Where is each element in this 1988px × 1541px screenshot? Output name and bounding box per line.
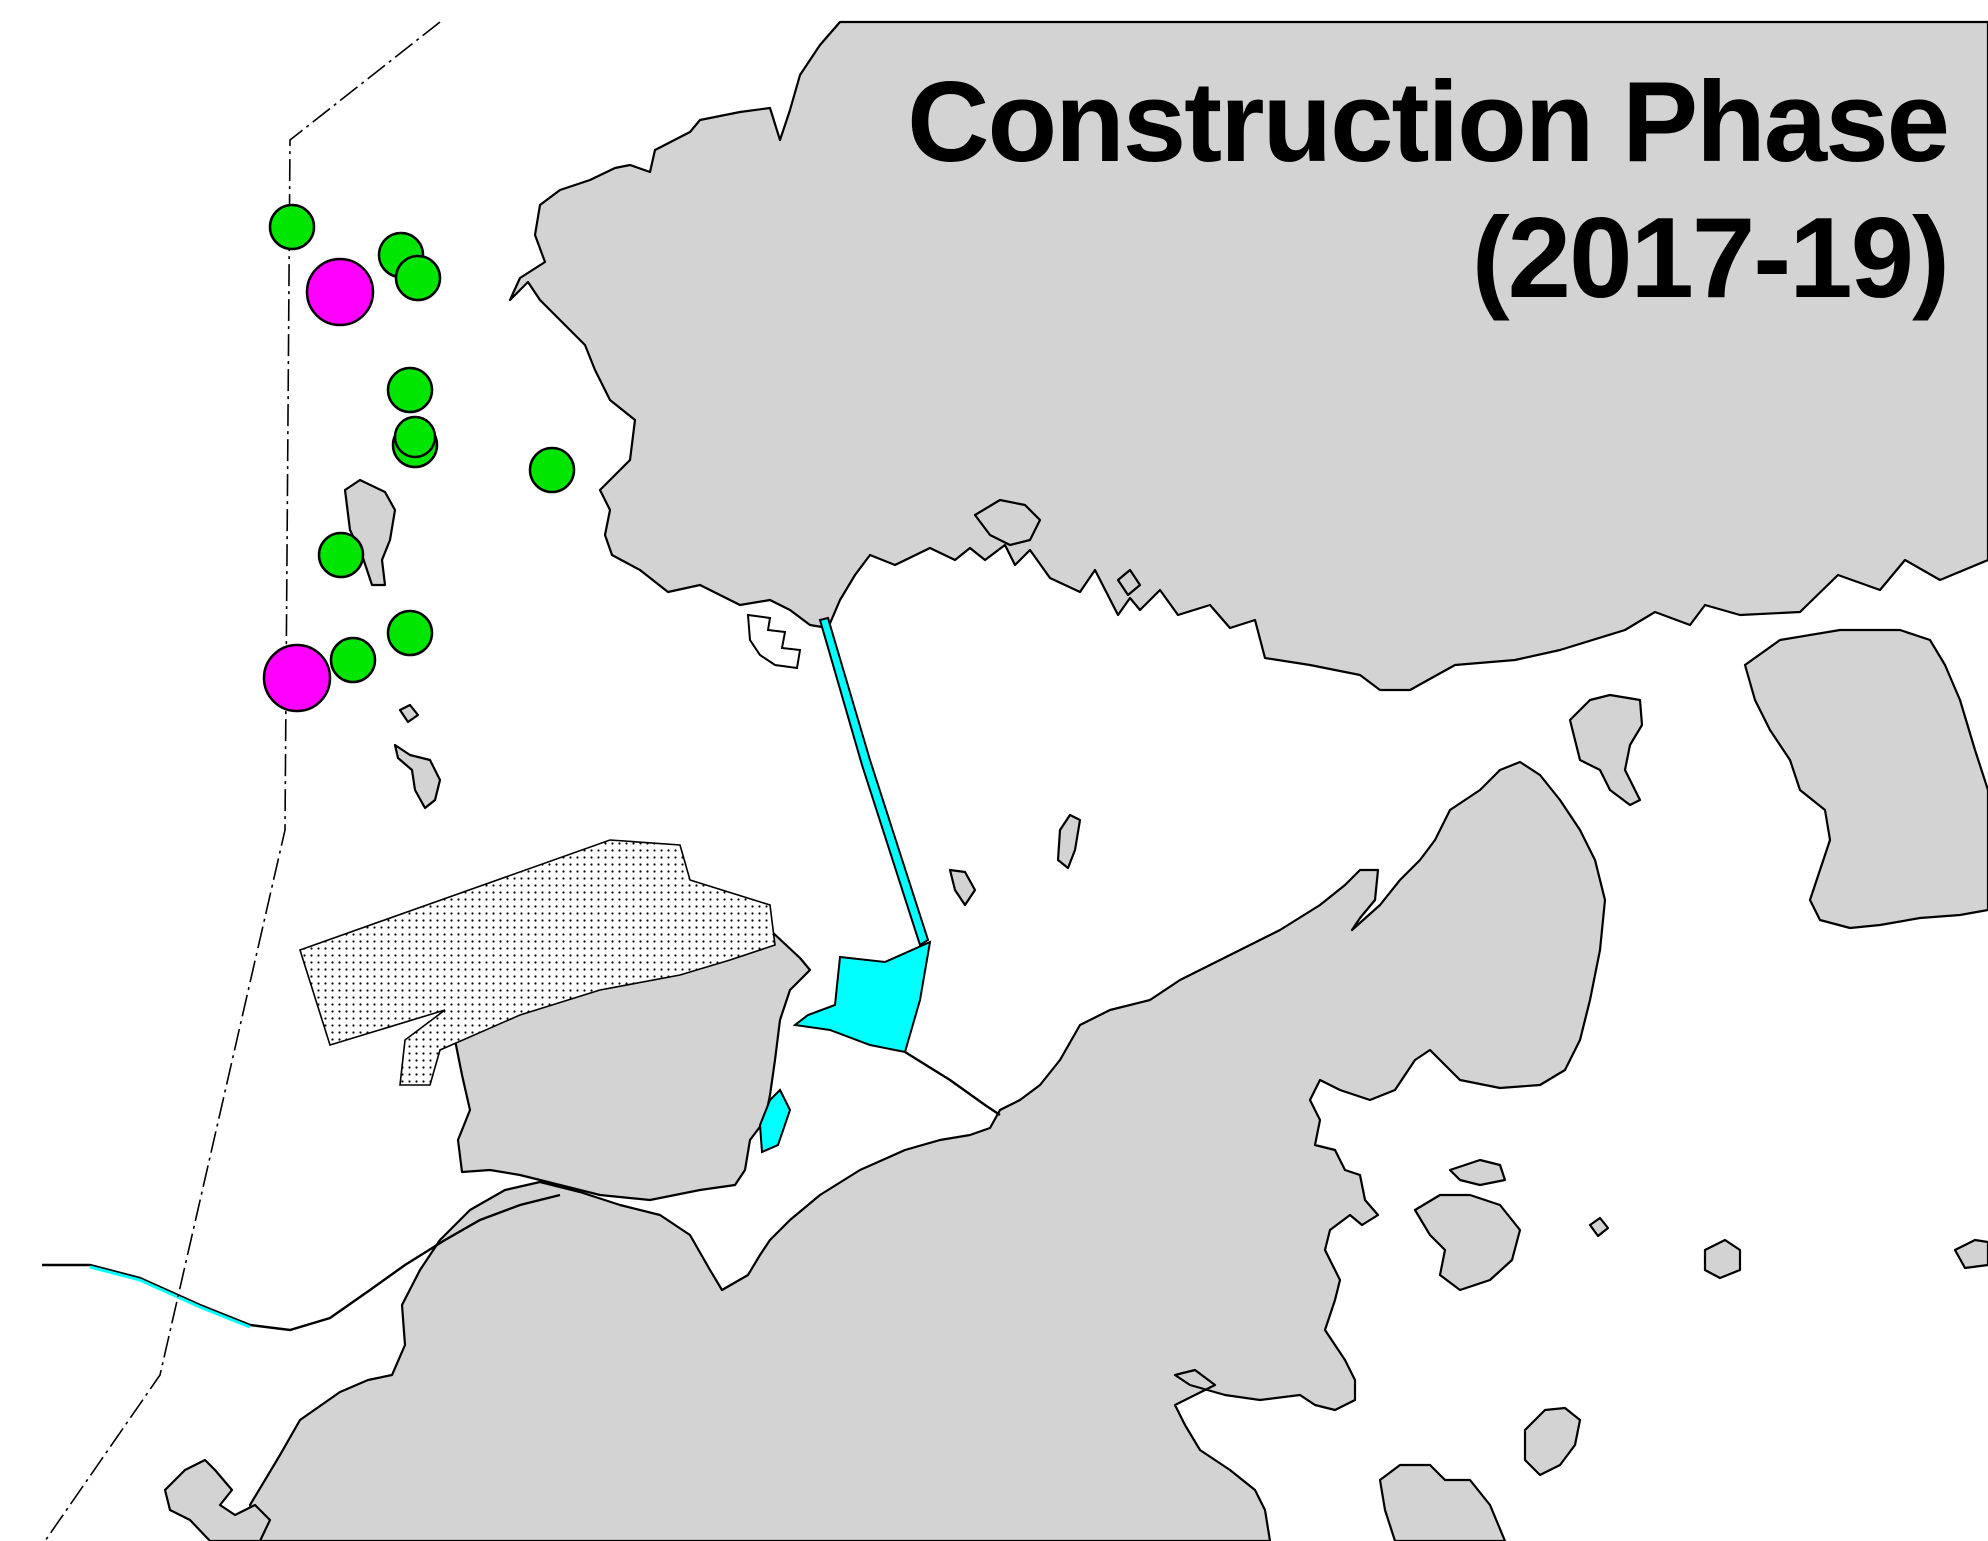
- island-west-2: [398, 703, 420, 724]
- marker-magenta-1[interactable]: [305, 257, 375, 327]
- southern-landmass: [248, 760, 1607, 1541]
- island-north-1: [1568, 693, 1644, 807]
- island-islet-3: [1953, 1238, 1988, 1270]
- mainland-landmass: [508, 20, 1988, 692]
- island-east: [1743, 628, 1988, 930]
- marker-green-8[interactable]: [317, 531, 365, 579]
- marker-green-10[interactable]: [329, 636, 377, 684]
- marker-green-4[interactable]: [386, 366, 434, 414]
- map-title-line2: (2017-19): [1471, 195, 1950, 322]
- marker-green-9[interactable]: [386, 609, 434, 657]
- island-harbor-2: [1116, 568, 1142, 597]
- markers-group: [262, 203, 576, 713]
- island-harbor-1: [973, 498, 1042, 547]
- works-line-south: [904, 1050, 1001, 1116]
- island-mid-east: [1448, 1158, 1507, 1187]
- island-south-bottom: [1378, 1463, 1507, 1541]
- boundary-line: [44, 21, 441, 1541]
- map-title: Construction Phase (2017-19): [907, 55, 1950, 327]
- marker-green-1[interactable]: [268, 203, 316, 251]
- island-channel-1: [1056, 813, 1082, 870]
- cable-route: [42, 1193, 561, 1332]
- island-channel-2: [948, 868, 977, 907]
- island-north-2: [1413, 1193, 1522, 1292]
- island-southwest: [163, 1458, 272, 1541]
- island-west-3: [393, 743, 442, 810]
- marker-green-3[interactable]: [394, 254, 442, 302]
- island-islet-2: [1588, 1216, 1610, 1238]
- marker-green-7[interactable]: [528, 446, 576, 494]
- marker-green-6[interactable]: [393, 415, 437, 459]
- works-channel: [818, 616, 930, 947]
- hatched-zone: [299, 839, 776, 1086]
- works-area: [792, 940, 932, 1054]
- marker-magenta-2[interactable]: [262, 643, 332, 713]
- map-title-line1: Construction Phase: [907, 59, 1950, 186]
- cable-route-cyan: [89, 1265, 251, 1329]
- island-southeast: [1523, 1406, 1582, 1477]
- island-islet-1: [1703, 1238, 1742, 1280]
- works-strip-west: [758, 1088, 792, 1154]
- dock-feature: [746, 613, 802, 670]
